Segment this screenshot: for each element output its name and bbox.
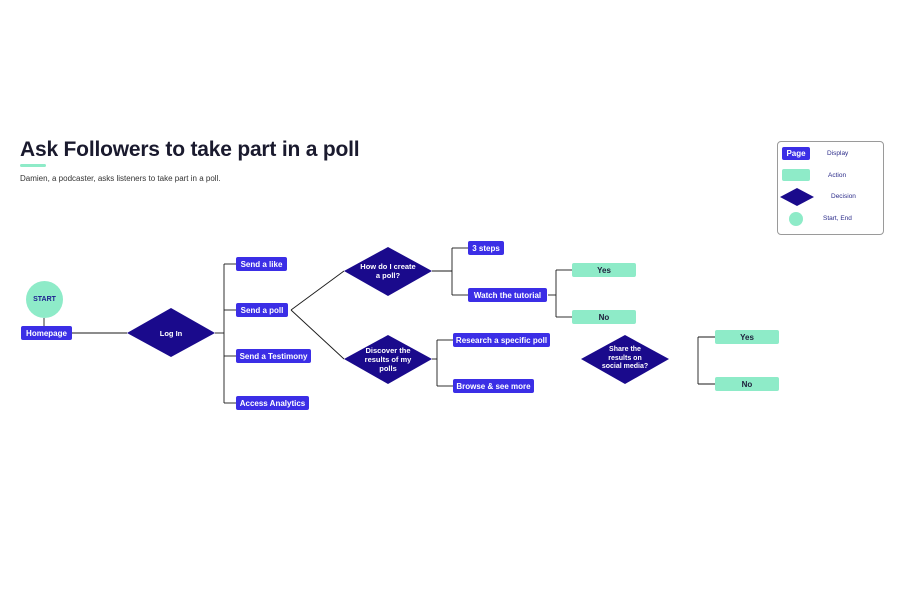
send-testimony-node[interactable]: Send a Testimony [236, 349, 311, 363]
start-node: START [26, 281, 63, 318]
research-poll-node[interactable]: Research a specific poll [453, 333, 550, 347]
page-title: Ask Followers to take part in a poll [20, 138, 360, 161]
connector-poll-how [290, 270, 345, 311]
decision-discover-results [344, 335, 432, 384]
legend-start-end-label: Start, End [823, 215, 852, 222]
decision-login [127, 308, 215, 357]
no-action-1[interactable]: No [572, 310, 636, 324]
page-subtitle: Damien, a podcaster, asks listeners to t… [20, 174, 221, 183]
legend-action-label: Action [828, 172, 847, 179]
access-analytics-node[interactable]: Access Analytics [236, 396, 309, 410]
no-action-2[interactable]: No [715, 377, 779, 391]
legend-display-label: Display [827, 150, 849, 157]
decision-how-create-poll [344, 247, 432, 296]
legend-start-end-circle [789, 212, 803, 226]
legend-box: Page Display Action Decision Start, End [777, 141, 884, 235]
legend-decision-icon [780, 188, 814, 206]
yes-action-2[interactable]: Yes [715, 330, 779, 344]
legend-decision-label: Decision [831, 193, 856, 200]
send-like-node[interactable]: Send a like [236, 257, 287, 271]
three-steps-node[interactable]: 3 steps [468, 241, 504, 255]
share-results-label: Share the results on social media? [601, 346, 649, 371]
homepage-node[interactable]: Homepage [21, 326, 72, 340]
yes-action-1[interactable]: Yes [572, 263, 636, 277]
legend-action-swatch [782, 169, 810, 181]
browse-more-node[interactable]: Browse & see more [453, 379, 534, 393]
watch-tutorial-node[interactable]: Watch the tutorial [468, 288, 547, 302]
title-underline [20, 164, 46, 167]
start-label: START [33, 296, 56, 303]
login-label: Log In [159, 328, 183, 338]
how-create-poll-label: How do I create a poll? [360, 262, 416, 280]
send-poll-node[interactable]: Send a poll [236, 303, 288, 317]
decision-share-results [581, 335, 669, 384]
connector-poll-discover [290, 309, 345, 360]
legend-page-chip: Page [782, 147, 810, 160]
discover-results-label: Discover the results of my polls [364, 345, 412, 373]
